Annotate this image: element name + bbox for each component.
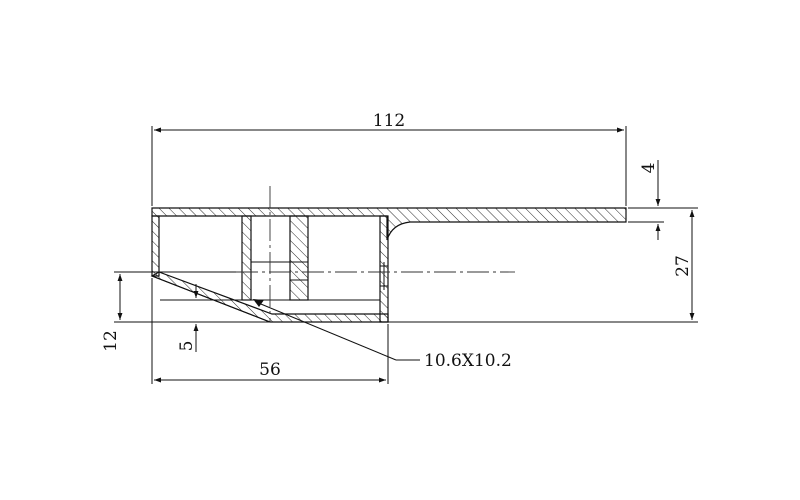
left-wall [151, 215, 160, 277]
dim-offset: 5 [177, 284, 236, 352]
callout-slot-label: 10.6X10.2 [424, 351, 512, 371]
profile-section [150, 207, 627, 323]
top-flange-wall [151, 207, 627, 241]
dim-flange-thickness-label: 4 [639, 163, 659, 174]
dim-base-width: 56 [151, 278, 389, 384]
dim-left-height: 12 [101, 271, 270, 352]
dim-flange-thickness: 4 [628, 160, 664, 240]
dim-base-width-label: 56 [259, 360, 281, 380]
dim-total-height-label: 27 [673, 255, 693, 277]
dim-total-height: 27 [388, 207, 698, 323]
center-lines [236, 186, 515, 322]
dim-overall-width: 112 [151, 111, 627, 206]
dim-offset-label: 5 [177, 341, 197, 352]
dim-left-height-label: 12 [101, 330, 121, 352]
center-wall-left [241, 215, 252, 301]
callout-slot: 10.6X10.2 [253, 299, 512, 371]
dim-overall-width-label: 112 [373, 111, 405, 131]
center-wall-right [289, 215, 309, 301]
